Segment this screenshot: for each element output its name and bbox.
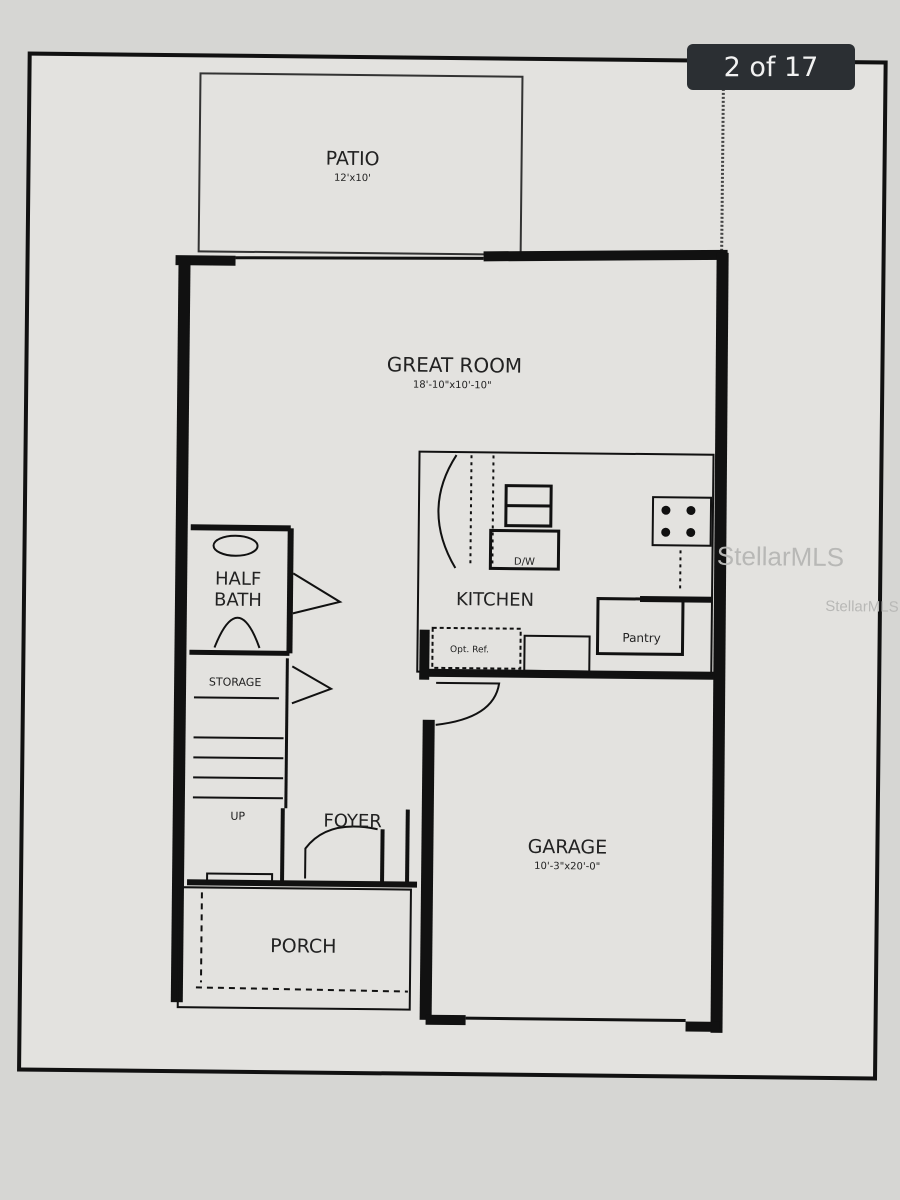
dw-label: D/W [514,557,535,568]
storage-label: STORAGE [209,675,262,689]
kitchen-label: KITCHEN [456,589,534,611]
garage-size: 10'-3"x20'-0" [534,861,600,873]
property-line [720,84,725,253]
pantry-label: Pantry [622,631,661,645]
great-room-label: GREAT ROOM [387,352,523,377]
patio-size: 12'x10' [334,173,371,184]
watermark-center: StellarMLS [717,541,844,572]
watermark-corner: StellarMLS [825,598,899,616]
room-labels: PATIO 12'x10' GREAT ROOM 18'-10"x10'-10"… [209,148,661,958]
garage-label: GARAGE [528,836,608,859]
patio-label: PATIO [326,148,380,171]
great-room-size: 18'-10"x10'-10" [413,380,492,392]
half-bath-label-1: HALF [215,569,261,590]
porch-label: PORCH [270,935,336,958]
half-bath-label-2: BATH [214,590,262,611]
image-counter-badge: 2 of 17 [687,44,855,90]
ref-label: Opt. Ref. [450,645,489,655]
foyer-label: FOYER [323,811,382,833]
walls [170,249,729,1033]
patio-outline [197,72,524,256]
stairs-label: UP [230,810,245,823]
plan-frame [17,51,888,1081]
